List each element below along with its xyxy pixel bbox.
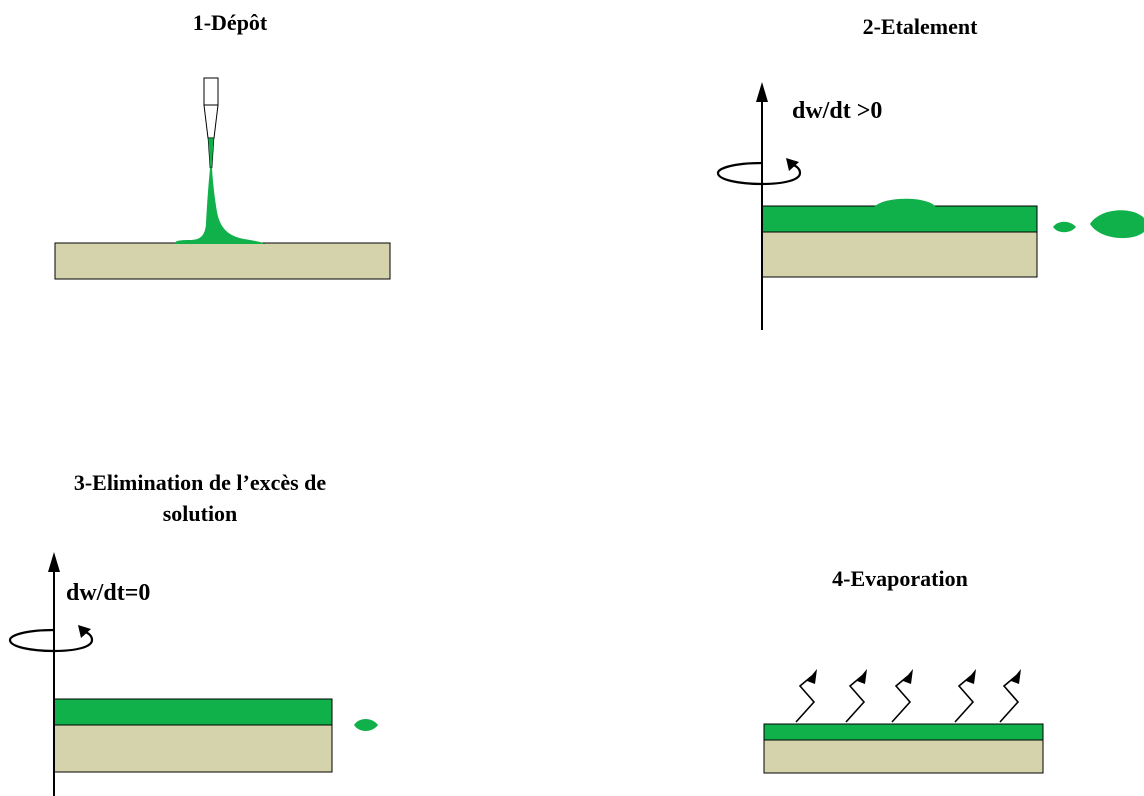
step4-title: 4-Evaporation xyxy=(832,566,968,591)
step2-title: 2-Etalement xyxy=(862,14,978,39)
droplet-icon xyxy=(354,719,378,731)
step4-solution-layer xyxy=(763,723,1044,741)
step3-solution-layer xyxy=(53,698,333,726)
step3-elimination xyxy=(8,552,378,796)
step3-substrate xyxy=(53,724,333,773)
evaporation-arrow-icon xyxy=(845,669,867,723)
step4-substrate xyxy=(763,739,1044,774)
step2-substrate xyxy=(761,231,1038,278)
pipette-icon xyxy=(203,77,219,169)
droplet-icon xyxy=(1053,221,1076,233)
step2-axis-arrowhead xyxy=(756,82,768,102)
step2-solution-layer xyxy=(761,205,1038,233)
step2-spreading xyxy=(716,82,1144,330)
step2-solution-bump xyxy=(874,198,936,207)
step1-deposition xyxy=(54,77,391,280)
step2-rotation-rate: dw/dt >0 xyxy=(792,98,883,124)
step1-substrate xyxy=(54,242,391,280)
step3-axis-arrowhead xyxy=(48,552,60,572)
step1-title: 1-Dépôt xyxy=(192,10,268,35)
evaporation-arrow-icon xyxy=(891,669,913,723)
rotation-arrow-icon xyxy=(716,158,802,186)
step3-title-line2: solution xyxy=(162,501,238,526)
rotation-arrow-icon xyxy=(8,625,94,653)
evaporation-arrow-icon xyxy=(954,669,976,723)
step3-rotation-rate: dw/dt=0 xyxy=(66,580,151,606)
step1-solution-stream xyxy=(175,168,265,244)
evaporation-arrow-icon xyxy=(795,669,817,723)
evaporation-arrow-icon xyxy=(999,669,1021,723)
step4-evaporation xyxy=(763,669,1044,774)
step3-title-line1: 3-Elimination de l’excès de xyxy=(73,470,327,495)
droplet-icon xyxy=(1090,210,1144,239)
